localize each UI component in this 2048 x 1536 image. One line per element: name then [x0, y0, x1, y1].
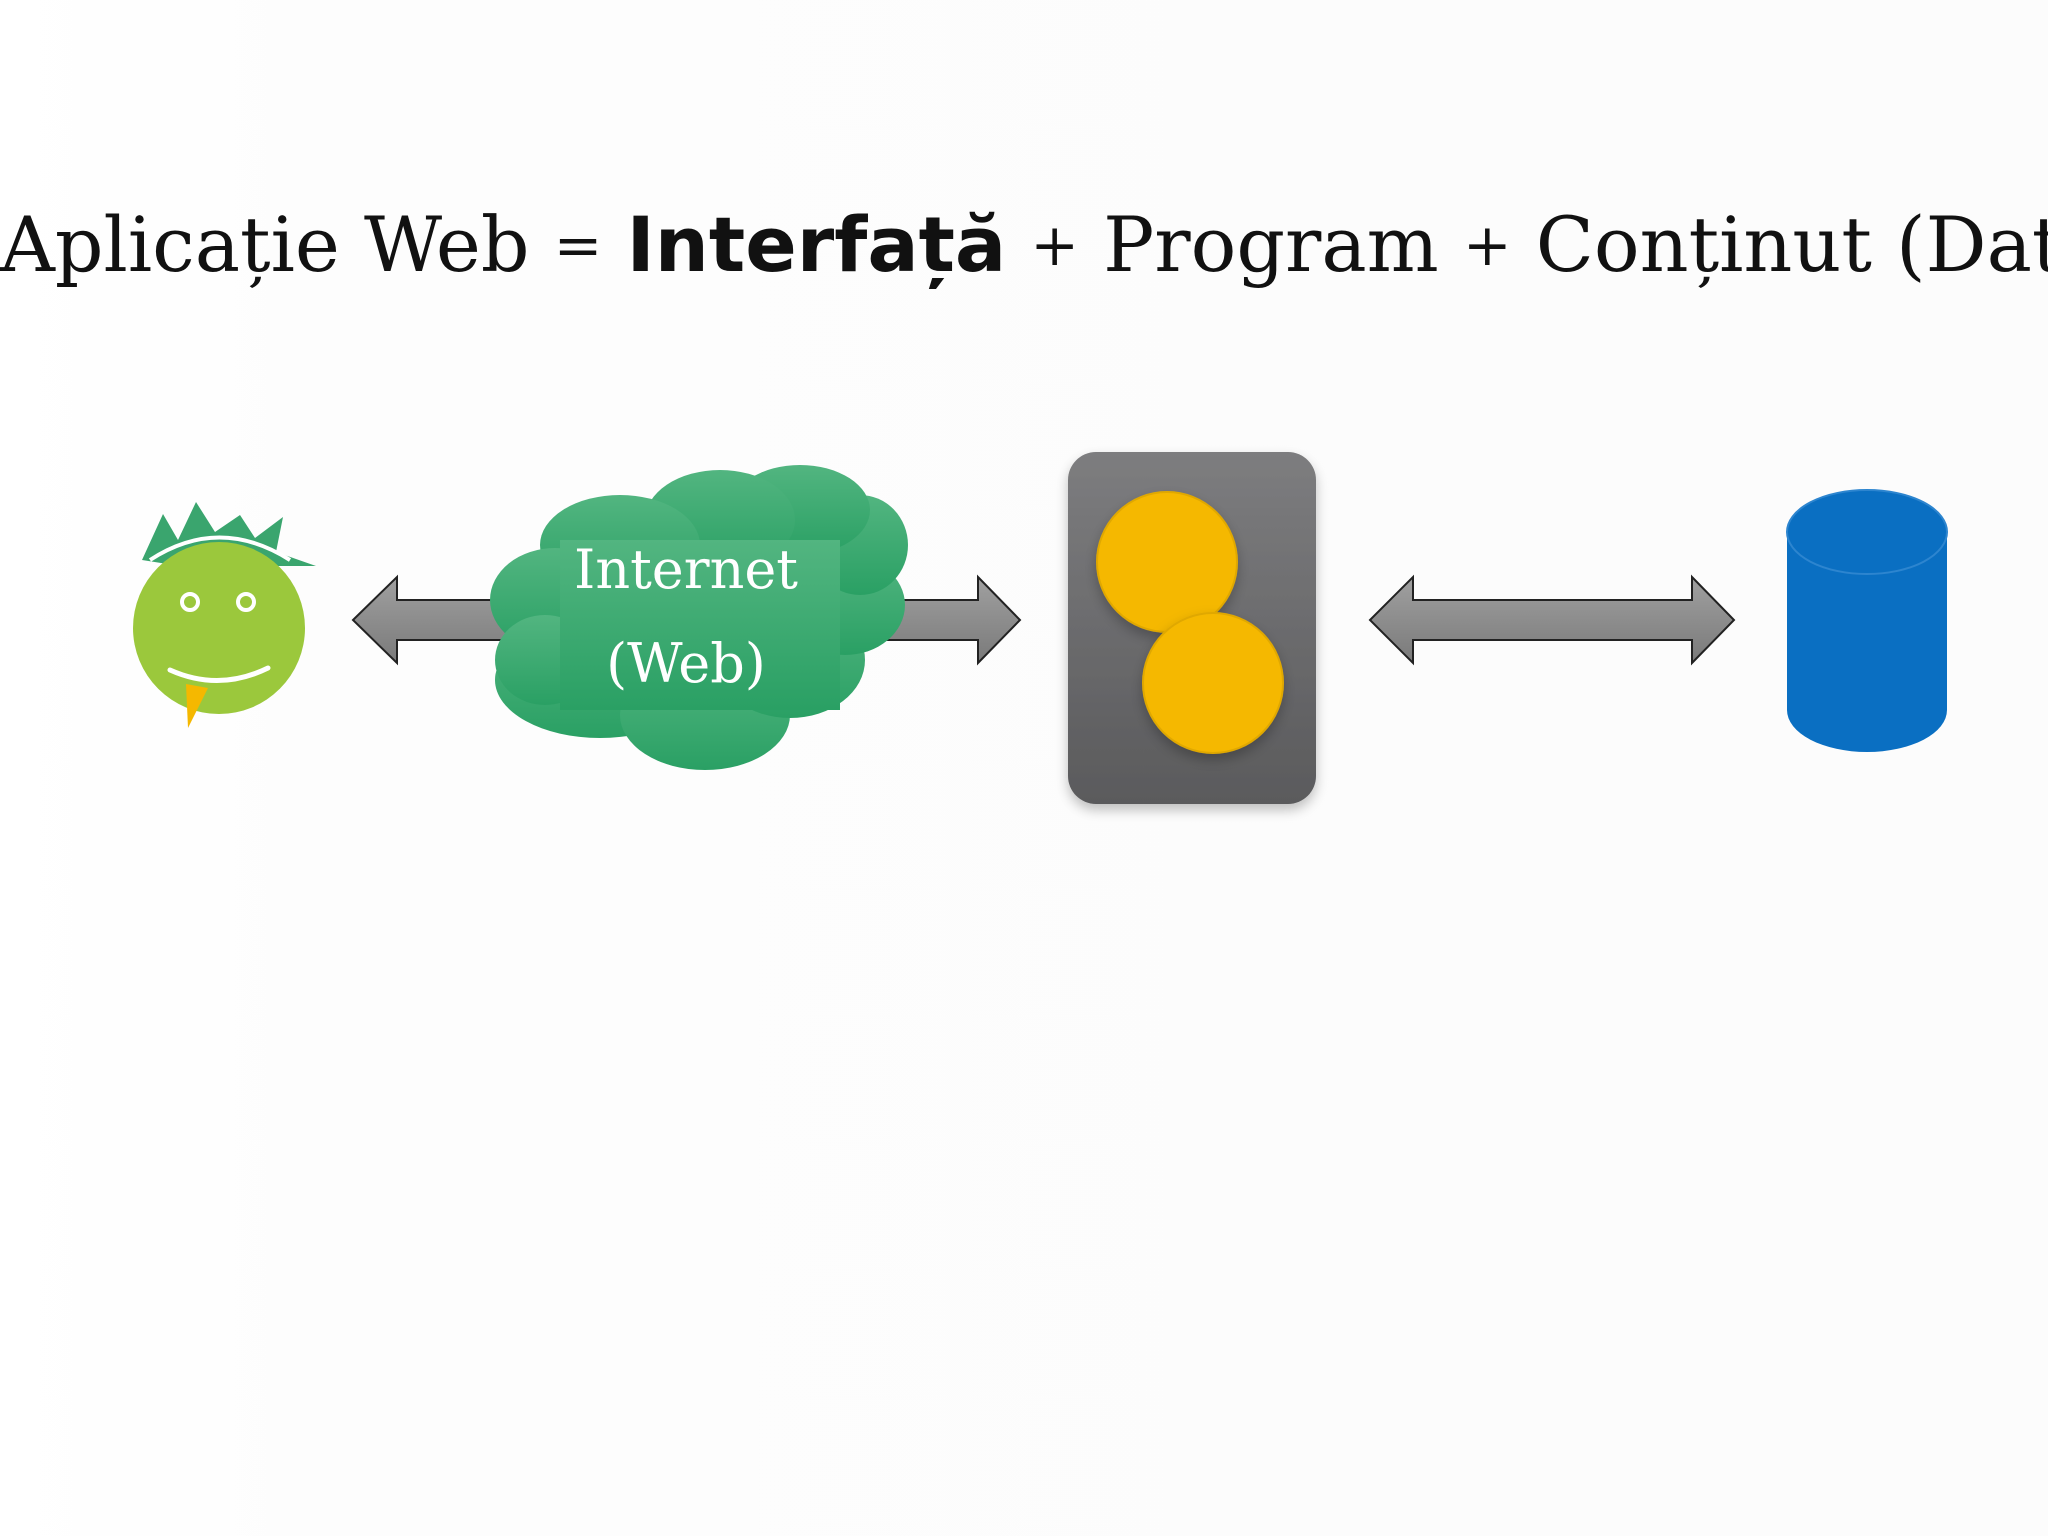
title-part-content: Conținut (Date)	[1535, 200, 2048, 289]
title-part-interface: Interfață	[626, 200, 1007, 289]
server-program-icon	[1068, 452, 1316, 804]
cloud-label-internet: Internet	[574, 538, 798, 601]
double-arrow-server-database	[1368, 574, 1736, 666]
cloud-icon: Internet (Web)	[490, 465, 908, 770]
title-plus-2: +	[1462, 211, 1512, 279]
smiley-user-icon	[133, 502, 316, 728]
title-part-program: Program	[1103, 200, 1439, 289]
title-equals: =	[553, 211, 603, 279]
title-part-app: Aplicație Web	[0, 200, 530, 289]
database-cylinder-icon	[1786, 489, 1948, 752]
title-plus-1: +	[1030, 211, 1079, 279]
cloud-label-web: (Web)	[606, 632, 766, 695]
slide-title: Aplicație Web = Interfață + Program + Co…	[0, 195, 2048, 295]
